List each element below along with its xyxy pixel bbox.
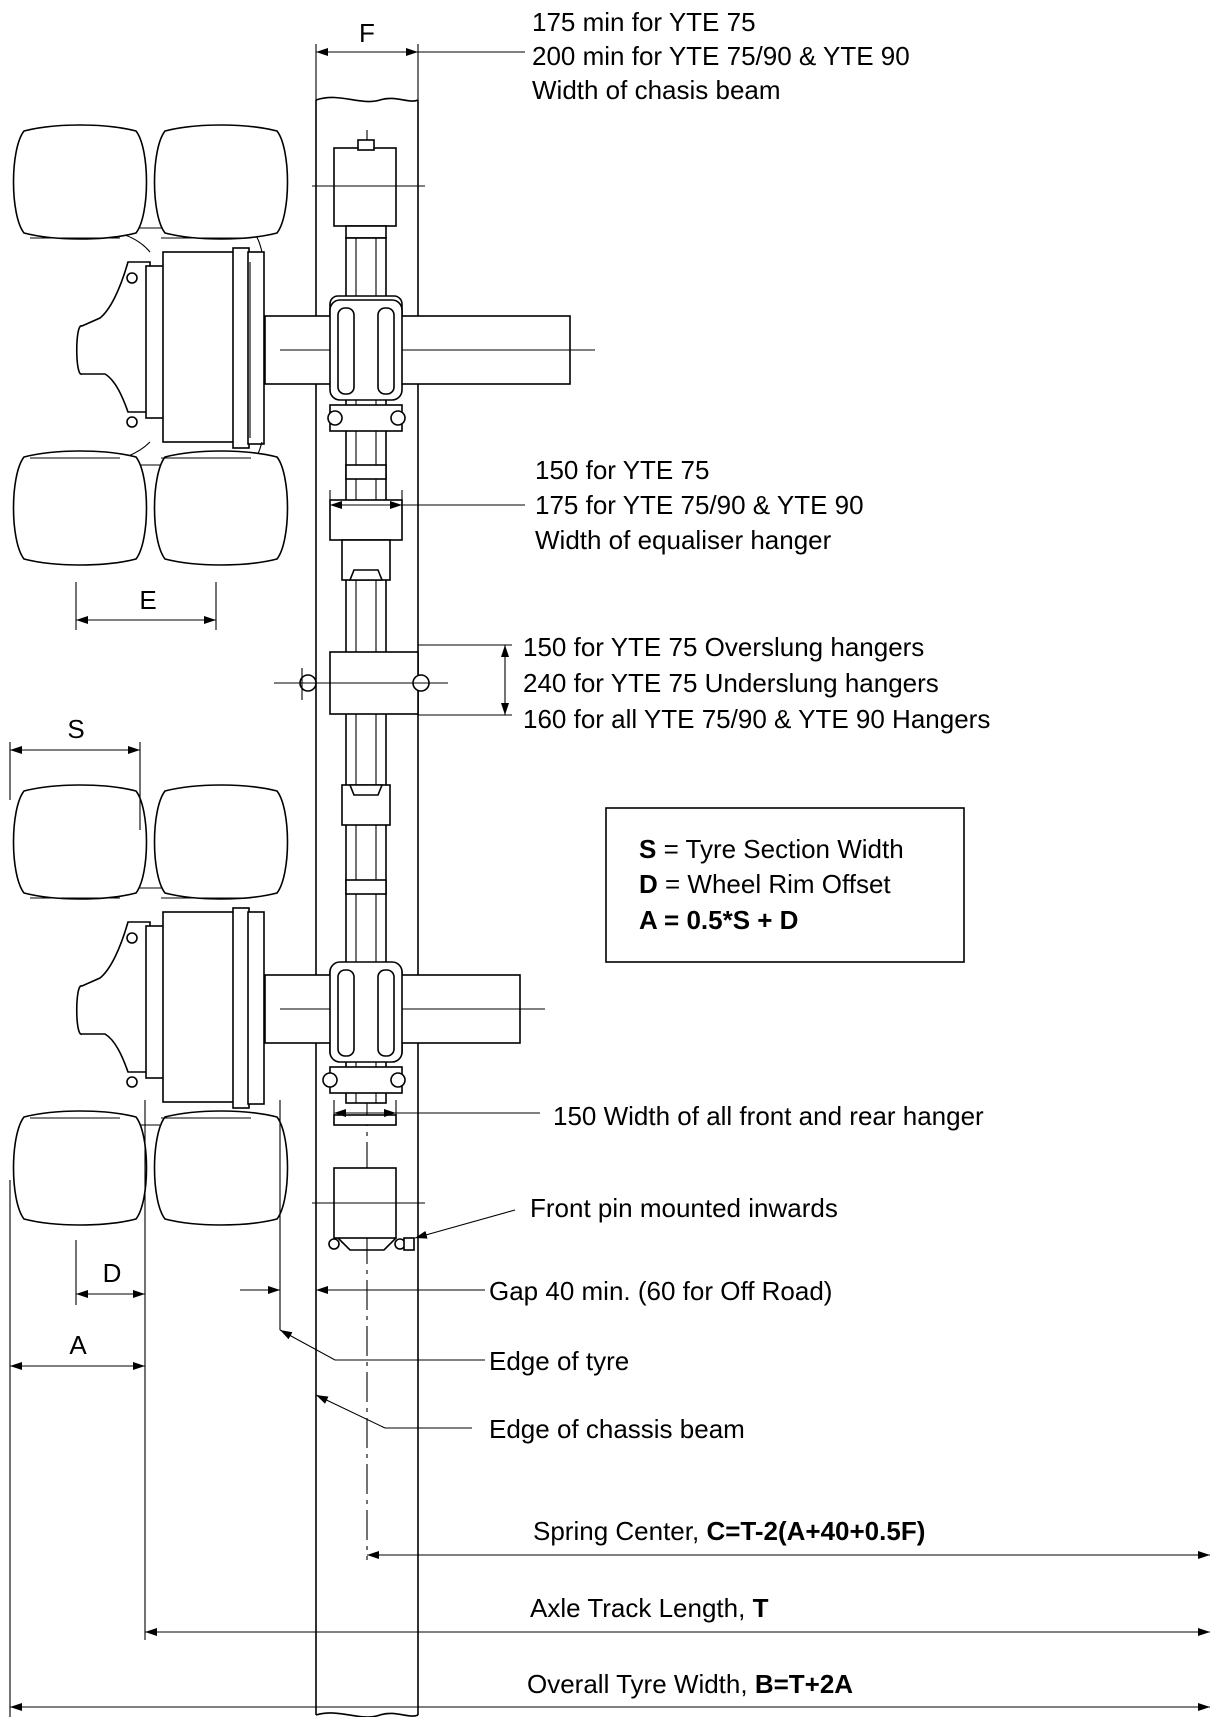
tyre-edge-leader — [279, 1329, 485, 1361]
front-pin-note: Front pin mounted inwards — [530, 1193, 838, 1223]
spring-center-label: Spring Center, C=T-2(A+40+0.5F) — [533, 1516, 925, 1546]
svg-text:S: S — [67, 714, 84, 744]
dimension-s: S — [9, 714, 141, 830]
upper-axle — [264, 299, 595, 401]
front-rear-hanger-note: 150 Width of all front and rear hanger — [553, 1101, 984, 1131]
svg-text:E: E — [139, 585, 156, 615]
lower-hub — [46, 887, 265, 1126]
chassis-edge-note: Edge of chassis beam — [489, 1414, 745, 1444]
dimension-hanger — [418, 644, 512, 716]
dimension-e: E — [75, 582, 217, 630]
hanger-note-line3: 160 for all YTE 75/90 & YTE 90 Hangers — [523, 704, 990, 734]
hanger-note-line1: 150 for YTE 75 Overslung hangers — [523, 632, 924, 662]
lower-tyres — [12, 784, 289, 1226]
tyre-edge-note: Edge of tyre — [489, 1346, 629, 1376]
overall-width-label: Overall Tyre Width, B=T+2A — [527, 1669, 853, 1699]
chassis-note-line3: Width of chasis beam — [532, 75, 781, 105]
svg-text:A: A — [69, 1330, 87, 1360]
dimension-front-rear-hanger — [333, 1100, 540, 1125]
svg-text:F: F — [359, 18, 375, 48]
axle-track-label: Axle Track Length, T — [530, 1593, 769, 1623]
svg-text:D: D — [103, 1258, 122, 1288]
dimension-d: D — [75, 1100, 146, 1640]
dimension-f: F — [315, 18, 525, 100]
front-pin-leader — [414, 1209, 516, 1239]
upper-hub — [46, 227, 265, 466]
dimension-a: A — [9, 1180, 145, 1717]
equaliser-note-line2: 175 for YTE 75/90 & YTE 90 — [535, 490, 864, 520]
legend-box — [605, 807, 965, 963]
upper-tyres — [12, 124, 289, 566]
chassis-note-line2: 200 min for YTE 75/90 & YTE 90 — [532, 41, 910, 71]
legend-d: D = Wheel Rim Offset — [639, 869, 891, 899]
chassis-note-line1: 175 min for YTE 75 — [532, 7, 756, 37]
equaliser-note-line3: Width of equaliser hanger — [535, 525, 832, 555]
equaliser-note-line1: 150 for YTE 75 — [535, 455, 709, 485]
dimension-gap — [240, 1100, 485, 1330]
chassis-edge-leader — [315, 1394, 472, 1429]
dimension-equaliser — [329, 490, 525, 520]
lower-axle — [264, 961, 545, 1063]
hanger-note-line2: 240 for YTE 75 Underslung hangers — [523, 668, 939, 698]
legend-a: A = 0.5*S + D — [639, 905, 798, 935]
legend-s: S = Tyre Section Width — [639, 834, 904, 864]
gap-note: Gap 40 min. (60 for Off Road) — [489, 1276, 832, 1306]
